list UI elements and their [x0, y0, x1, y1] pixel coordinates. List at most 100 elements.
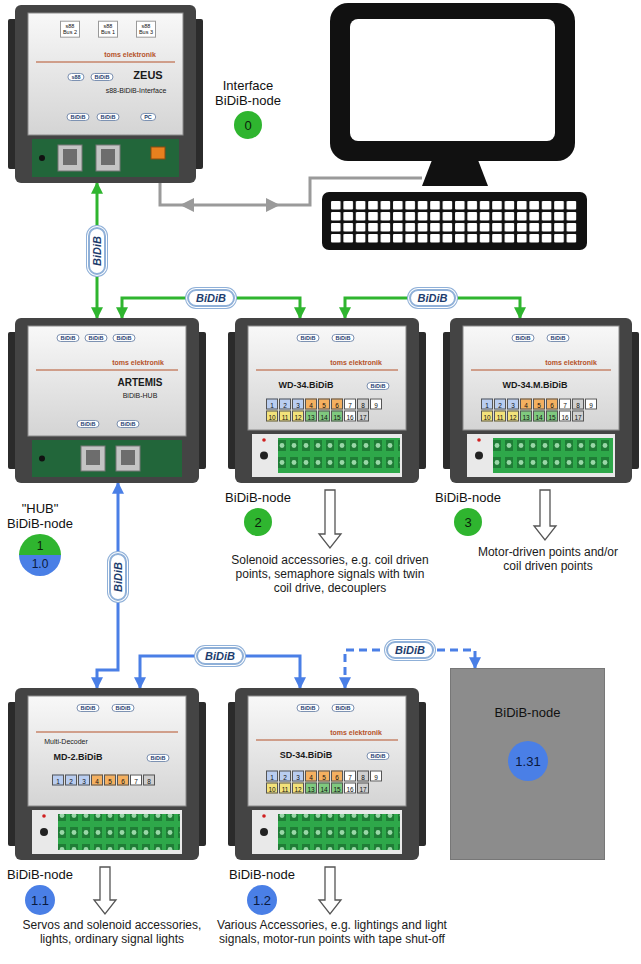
bus-badge: BiDiB [113, 334, 136, 342]
bus-label: BiDiB [196, 647, 244, 665]
bus-badge: BiDiB [512, 334, 535, 342]
bus-badge: BiDiB [117, 420, 140, 428]
node-circle: BiDiB-node2 [218, 491, 298, 536]
terminal-number: 16 [344, 411, 356, 422]
function-description: Servos and solenoid accessories, lights,… [20, 918, 205, 946]
terminal-number: 9 [370, 771, 382, 782]
terminal-number: 6 [331, 771, 343, 782]
terminal-number: 3 [292, 771, 304, 782]
terminal-number: 14 [533, 411, 545, 422]
node-number: 1.31 [515, 754, 540, 769]
terminal-number: 9 [585, 399, 597, 410]
pc-cable [160, 178, 422, 212]
terminal-number: 16 [559, 411, 571, 422]
bus-badge: BiDiB [297, 704, 320, 712]
terminal-number: 8 [143, 775, 155, 786]
terminal-number: 5 [104, 775, 116, 786]
terminal-number: 13 [305, 783, 317, 794]
terminal-number: 5 [318, 771, 330, 782]
device-label: WD-34.BiDiB [278, 381, 333, 391]
bus-badge: BiDiB [85, 334, 108, 342]
bus-label: BiDiB [187, 289, 235, 307]
node-number: 1.0 [32, 557, 49, 571]
terminal-number: 2 [494, 399, 506, 410]
terminal-number: 10 [266, 411, 278, 422]
terminal-number: 1 [266, 771, 278, 782]
terminal-number: 1 [266, 399, 278, 410]
bus-badge: s88 [67, 73, 84, 81]
terminal-number: 13 [305, 411, 317, 422]
terminal-number: 4 [305, 771, 317, 782]
device-label: ZEUS [133, 69, 162, 81]
bus-badge: BiDiB [57, 334, 80, 342]
device-label: WD-34.M.BiDiB [503, 381, 568, 391]
computer [322, 3, 587, 250]
terminal-number: 12 [507, 411, 519, 422]
circle-holder: 2 [218, 508, 298, 536]
terminal-number: 15 [331, 411, 343, 422]
bus-label: BiDiB [409, 289, 457, 307]
device-module: BiDiB BiDiB BiDiB toms elektronikARTEMIS BiD… [8, 318, 206, 483]
terminal-number: 7 [130, 775, 142, 786]
terminal-number: 3 [292, 399, 304, 410]
terminal-number: 8 [357, 399, 369, 410]
bus-badge: BiDiB [367, 382, 390, 390]
bus-badge: BiDiB [77, 420, 100, 428]
node-number: 1.2 [253, 893, 271, 908]
device-module: BiDiBBiDiBtoms elektronikWD-34.M.BiDiB12… [443, 318, 639, 483]
terminal-number: 5 [533, 399, 545, 410]
terminal-number: 17 [357, 783, 369, 794]
device-label: ARTEMIS [118, 377, 163, 388]
circle-holder: 1.1 [0, 885, 80, 915]
node-circle: Interface BiDiB-node0 [208, 79, 288, 139]
terminal-number: 13 [520, 411, 532, 422]
terminal-number: 10 [266, 783, 278, 794]
circle-holder: 0 [208, 111, 288, 139]
device-module: BiDiBBiDiBtoms elektronikSD-34.BiDiBBiDi… [228, 688, 426, 860]
node-number: 3 [464, 515, 471, 530]
terminal-number: 11 [279, 411, 291, 422]
device-label: toms elektronik [112, 359, 164, 367]
terminal-number: 7 [559, 399, 571, 410]
function-description: Various Accessories, e.g. lightings and … [217, 918, 447, 946]
terminal-number: 9 [370, 399, 382, 410]
bus-badge: BiDiB [332, 334, 355, 342]
node-heading: BiDiB-node [428, 491, 508, 506]
port-label: s88 Bus 1 [98, 21, 118, 38]
device-label: s88-BiDiB-Interface [106, 87, 167, 95]
terminal-number: 7 [344, 771, 356, 782]
terminal-number: 8 [572, 399, 584, 410]
port-label: s88 Bus 3 [136, 21, 156, 38]
terminal-number: 14 [318, 411, 330, 422]
device-label: BiDiB-HUB [123, 392, 158, 400]
terminal-number: 1 [52, 775, 64, 786]
terminal-number: 6 [117, 775, 129, 786]
node-heading: "HUB" BiDiB-node [3, 502, 77, 532]
device-module: s88 Bus 2s88 Bus 1s88 Bus 3toms elektron… [8, 5, 203, 183]
terminal-number: 2 [279, 771, 291, 782]
device-label: SD-34.BiDiB [280, 751, 333, 761]
node-circle: "HUB" BiDiB-node11.0 [3, 502, 77, 576]
terminal-number: 11 [494, 411, 506, 422]
terminal-number: 1 [481, 399, 493, 410]
bus-badge: BiDiB [367, 752, 390, 760]
node-circle: BiDiB-node 1.2 [222, 868, 302, 915]
circle-holder: 3 [428, 508, 508, 536]
bus-badge: BiDiB [547, 334, 570, 342]
terminal-number: 15 [331, 783, 343, 794]
terminal-number: 12 [292, 411, 304, 422]
terminal-number: 4 [91, 775, 103, 786]
terminal-number: 4 [305, 399, 317, 410]
terminal-number: 2 [65, 775, 77, 786]
node-heading: BiDiB-node [0, 868, 80, 883]
device-housing [8, 318, 206, 483]
device-module: BiDiBBiDiBMulti-DecoderMD-2.BiDiBBiDiB12… [8, 688, 206, 860]
bus-badge: BiDiB [97, 113, 120, 121]
node-circle: BiDiB-node 1.1 [0, 868, 80, 915]
bus-badge: BiDiB [77, 704, 100, 712]
node-number: 2 [254, 515, 261, 530]
bus-label: BiDiB [109, 553, 127, 601]
device-label: toms elektronik [104, 51, 156, 59]
bus-badge: BiDiB [67, 113, 90, 121]
node-heading: BiDiB-node [222, 868, 302, 883]
